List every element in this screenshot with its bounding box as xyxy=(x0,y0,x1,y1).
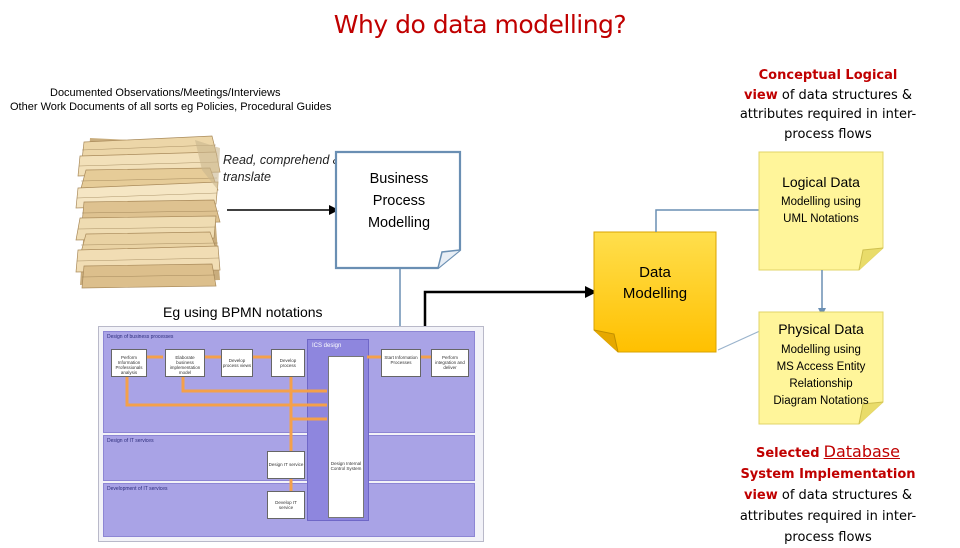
bpmn-task: Perform integration and deliver xyxy=(431,349,469,377)
business-process-note-shape xyxy=(334,150,462,270)
physical-data-title: Physical Data xyxy=(778,321,864,337)
dm-line: Modelling xyxy=(622,285,688,302)
system-implementation-word: System Implementation xyxy=(740,467,916,482)
bpmn-task: Develop IT service xyxy=(267,491,305,519)
documents-caption-line-1: Documented Observations/Meetings/Intervi… xyxy=(50,87,281,99)
bpmn-lane-label: Design of business processes xyxy=(107,334,174,340)
data-modelling-label: Data Modelling xyxy=(600,262,710,304)
bpmn-flow-lines xyxy=(125,355,435,491)
conceptual-rest: of data structures & attributes required… xyxy=(739,87,917,142)
database-word: Database xyxy=(823,442,900,461)
bpmn-caption: Eg using BPMN notations xyxy=(163,304,323,320)
dm-to-logical-connector xyxy=(655,209,760,232)
bpmn-ics-pool: ICS design Design Internal Control Syste… xyxy=(307,339,369,521)
bpmn-lane-label: Development of IT services xyxy=(107,486,168,492)
bpmn-task: Develop process xyxy=(271,349,305,377)
bpmn-pool-task: Design Internal Control System xyxy=(328,356,364,518)
page-title: Why do data modelling? xyxy=(333,10,627,39)
bpm-line: Process xyxy=(372,193,426,209)
bpmn-task-label: Start Information Processes xyxy=(384,355,418,365)
bpmn-task: Elaborate business implementation model xyxy=(165,349,205,377)
bpm-to-bpmn-connector xyxy=(399,268,401,330)
selected-view-word: view xyxy=(743,488,778,503)
logical-data-title: Logical Data xyxy=(782,174,860,190)
physical-sub-line: MS Access Entity xyxy=(776,361,866,373)
physical-sub-line: Diagram Notations xyxy=(773,395,869,407)
selected-database-text: Selected Database System Implementation … xyxy=(718,441,938,548)
read-comprehend-note: Read, comprehend & translate xyxy=(223,153,342,184)
dm-line: Data xyxy=(639,264,671,281)
bpm-line: Modelling xyxy=(367,215,431,231)
bpmn-task-label: Perform Information Professionals analys… xyxy=(115,355,143,375)
logical-sub-line: Modelling using xyxy=(781,196,861,208)
conceptual-view-text: Conceptual Logical view of data structur… xyxy=(728,66,928,144)
bpmn-task-label: Elaborate business implementation model xyxy=(169,355,201,375)
physical-data-subtitle: Modelling using MS Access Entity Relatio… xyxy=(760,342,882,410)
physical-sub-line: Modelling using xyxy=(781,344,861,356)
bpmn-task: Perform Information Professionals analys… xyxy=(111,349,147,377)
selected-word: Selected xyxy=(756,446,820,461)
arrow-docs-to-bpm xyxy=(227,205,339,215)
conceptual-red-heading: Conceptual Logical xyxy=(758,68,898,83)
conceptual-view-word: view xyxy=(743,87,778,103)
logical-sub-line: UML Notations xyxy=(783,213,859,225)
physical-data-note-shape xyxy=(758,311,884,425)
bpmn-task: Start Information Processes xyxy=(381,349,421,377)
bpmn-pool-task-label: Design Internal Control System xyxy=(330,461,362,471)
bpmn-task-label: Develop IT service xyxy=(275,500,297,510)
business-process-modelling-label: Business Process Modelling xyxy=(340,168,458,234)
bpmn-diagram: Design of business processes Design of I… xyxy=(98,326,484,542)
bpmn-task-label: Design IT service xyxy=(268,462,304,467)
bpmn-task: Develop process views xyxy=(221,349,253,377)
dm-to-physical-connector xyxy=(717,329,763,351)
bpmn-task: Design IT service xyxy=(267,451,305,479)
logical-data-subtitle: Modelling using UML Notations xyxy=(762,194,880,228)
bpmn-task-label: Develop process views xyxy=(222,358,252,368)
bpmn-lane-label: Design of IT services xyxy=(107,438,154,444)
paper-stack-image xyxy=(75,135,221,289)
logical-data-note-shape xyxy=(758,151,884,271)
data-modelling-note-shape xyxy=(593,231,717,353)
documents-caption-line-2: Other Work Documents of all sorts eg Pol… xyxy=(10,101,332,113)
bpmn-task-label: Perform integration and deliver xyxy=(435,355,465,370)
physical-sub-line: Relationship xyxy=(789,378,853,390)
bpmn-task-label: Develop process xyxy=(279,358,297,368)
bpmn-pool-title: ICS design xyxy=(312,343,342,349)
bpmn-lane: Design of business processes xyxy=(103,331,475,433)
bpm-line: Business xyxy=(369,171,429,187)
